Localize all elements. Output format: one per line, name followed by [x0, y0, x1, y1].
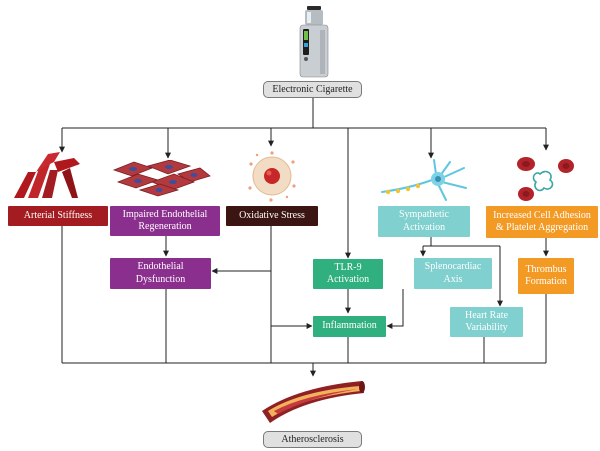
node-sympathetic-activation-label: Sympathetic Activation	[399, 209, 449, 233]
platelets-icon	[517, 157, 574, 201]
outcome-label: Atherosclerosis	[281, 434, 344, 445]
node-thrombus-formation: Thrombus Formation	[518, 258, 574, 294]
node-endothelial-dysfunction: Endothelial Dysfunction	[110, 258, 211, 289]
node-thrombus-formation-label: Thrombus Formation	[525, 263, 567, 288]
node-impaired-regeneration-label: Impaired Endothelial Regeneration	[122, 208, 208, 233]
arrow-splenocardiac-to-inflammation	[386, 289, 404, 329]
cell-icon	[248, 151, 296, 202]
node-heart-rate-variability-label: Heart Rate Variability	[464, 309, 509, 334]
node-arterial-stiffness: Arterial Stiffness	[8, 206, 108, 226]
node-oxidative-stress-label: Oxidative Stress	[239, 209, 305, 221]
node-inflammation-label: Inflammation	[322, 320, 377, 332]
node-endothelial-dysfunction-label: Endothelial Dysfunction	[135, 261, 186, 285]
artery-plaque-icon	[262, 381, 365, 423]
source-node: Electronic Cigarette	[263, 81, 362, 98]
node-cell-adhesion: Increased Cell Adhesion & Platelet Aggre…	[486, 206, 598, 238]
node-sympathetic-activation: Sympathetic Activation	[378, 206, 470, 237]
e-cigarette-icon	[299, 6, 329, 78]
node-splenocardiac-axis-label: Splenocardiac Axis	[424, 261, 482, 285]
node-heart-rate-variability: Heart Rate Variability	[450, 307, 523, 337]
node-oxidative-stress: Oxidative Stress	[226, 206, 318, 226]
neuron-icon	[381, 159, 467, 201]
outcome-node: Atherosclerosis	[263, 431, 362, 448]
node-cell-adhesion-label: Increased Cell Adhesion & Platelet Aggre…	[493, 209, 591, 234]
node-impaired-regeneration: Impaired Endothelial Regeneration	[110, 206, 220, 236]
node-tlr9-activation: TLR-9 Activation	[313, 259, 383, 289]
endothelial-cells-icon	[112, 160, 211, 197]
source-label: Electronic Cigarette	[272, 84, 353, 95]
artery-icon	[14, 152, 80, 198]
node-inflammation: Inflammation	[313, 316, 386, 337]
node-tlr9-activation-label: TLR-9 Activation	[326, 261, 370, 286]
node-arterial-stiffness-label: Arterial Stiffness	[23, 209, 93, 221]
node-splenocardiac-axis: Splenocardiac Axis	[414, 258, 492, 289]
